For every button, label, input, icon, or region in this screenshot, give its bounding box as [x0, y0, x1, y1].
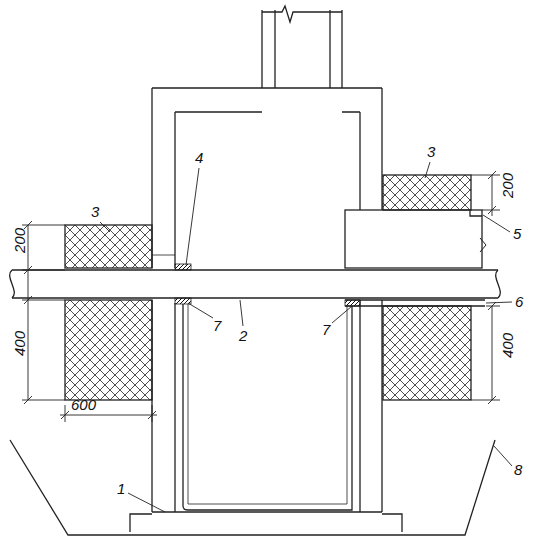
dimension-text: 200: [500, 171, 515, 198]
column: [262, 6, 342, 88]
chamber-wall: [152, 88, 382, 512]
callout-number: 3: [90, 204, 100, 219]
callout-number: 7: [321, 322, 331, 337]
footing: [130, 512, 402, 532]
callout-number: 3: [426, 144, 436, 159]
dimension-text: 400: [12, 329, 27, 356]
callout-number: 4: [194, 150, 204, 165]
seal: [175, 264, 360, 306]
insulation: [65, 175, 471, 400]
excavation: [10, 440, 495, 535]
casing: [345, 210, 486, 306]
callout-number: 5: [512, 226, 522, 241]
callout-number: 1: [116, 481, 126, 496]
lining: [183, 304, 352, 510]
dimension-text: 200: [12, 226, 27, 253]
pipe: [10, 270, 501, 298]
dimension-line: [22, 171, 500, 422]
callout-number: 8: [513, 462, 523, 477]
dimension-text: 400: [500, 331, 515, 358]
dimension-text: 600: [70, 397, 97, 412]
callout-number: 6: [514, 294, 524, 309]
leader-line: [100, 162, 512, 512]
callout-number: 2: [238, 328, 248, 343]
callout-number: 7: [212, 318, 222, 333]
